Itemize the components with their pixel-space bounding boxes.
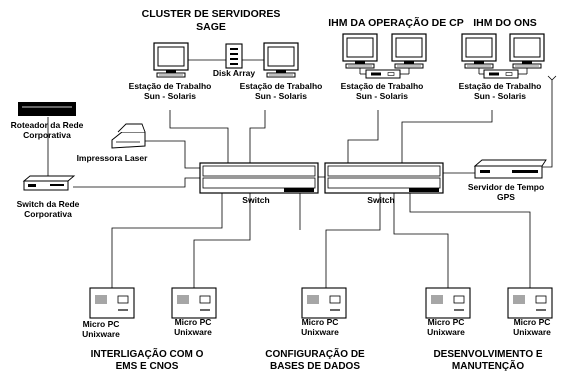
cluster-ws-left-label-2: Sun - Solaris: [144, 91, 196, 101]
switch-left: [199, 162, 319, 194]
monitor-icon: [342, 33, 378, 69]
cluster-ws-right-label-1: Estação de Trabalho: [240, 81, 323, 91]
switch-icon: [324, 162, 444, 194]
monitor-icon: [509, 33, 545, 69]
cluster-title-line1: CLUSTER DE SERVIDORES: [142, 8, 281, 20]
group-ems-line2: EMS E CNOS: [116, 361, 179, 372]
corp-switch-label-1: Switch da Rede: [17, 199, 80, 209]
pc-icon: [89, 287, 135, 319]
cluster-ws-right-label-2: Sun - Solaris: [255, 91, 307, 101]
pc2-label-1: Micro PC: [175, 317, 212, 327]
cpu-icon: [483, 69, 519, 79]
ihm-ons-label-1: Estação de Trabalho: [459, 81, 542, 91]
micro-pc-5: [507, 287, 553, 319]
gps-time-server: [473, 159, 547, 179]
pc1-label-2: Unixware: [82, 329, 120, 339]
ihm-cp-workstation: [342, 33, 427, 79]
corporate-router: [18, 102, 76, 116]
ihm-ons-label-2: Sun - Solaris: [474, 91, 526, 101]
connections: [47, 75, 557, 288]
group-config-line1: CONFIGURAÇÃO DE: [265, 347, 365, 360]
group-dev-line1: DESENVOLVIMENTO E: [433, 349, 542, 360]
pc3-label-1: Micro PC: [302, 317, 339, 327]
switch-right-label: Switch: [367, 195, 394, 205]
cpu-icon: [365, 69, 401, 79]
laser-printer: [111, 123, 146, 149]
switch-left-label: Switch: [242, 195, 269, 205]
corp-switch-label-2: Corporativa: [24, 209, 72, 219]
switch-right: [324, 162, 444, 194]
gps-label-2: GPS: [497, 192, 515, 202]
micro-pc-2: [171, 287, 217, 319]
ihm-ons-workstation: [461, 33, 545, 79]
monitor-icon: [263, 42, 299, 78]
cluster-title-line2: SAGE: [196, 21, 226, 33]
router-label-2: Corporativa: [23, 130, 71, 140]
pc-icon: [171, 287, 217, 319]
monitor-icon: [153, 42, 189, 78]
pc3-label-2: Unixware: [301, 327, 339, 337]
printer-icon: [111, 131, 146, 149]
micro-pc-4: [425, 287, 471, 319]
cluster-workstation-left: [153, 42, 189, 78]
pc4-label-2: Unixware: [427, 327, 465, 337]
monitor-icon: [461, 33, 497, 69]
pc-icon: [301, 287, 347, 319]
router-label-1: Roteador da Rede: [11, 120, 84, 130]
monitor-icon: [391, 33, 427, 69]
corporate-switch: [22, 175, 76, 191]
pc-icon: [425, 287, 471, 319]
printer-label: Impressora Laser: [77, 153, 149, 163]
gps-label-1: Servidor de Tempo: [468, 182, 544, 192]
ihm-cp-label-2: Sun - Solaris: [356, 91, 408, 101]
micro-pc-1: [89, 287, 135, 319]
switch-icon: [199, 162, 319, 194]
pc5-label-2: Unixware: [513, 327, 551, 337]
pc4-label-1: Micro PC: [428, 317, 465, 327]
ihm-cp-label-1: Estação de Trabalho: [341, 81, 424, 91]
micro-pc-3: [301, 287, 347, 319]
group-dev-line2: MANUTENÇÃO: [452, 359, 524, 372]
switch-icon: [22, 175, 76, 182]
ihm-cp-title: IHM DA OPERAÇÃO DE CP: [328, 16, 464, 29]
group-config-line2: BASES DE DADOS: [270, 361, 360, 372]
cluster-ws-left-label-1: Estação de Trabalho: [129, 81, 212, 91]
group-ems-line1: INTERLIGAÇÃO COM O: [91, 347, 204, 360]
cluster-workstation-right: [263, 42, 299, 78]
disk-array: [188, 43, 264, 69]
pc1-label-1: Micro PC: [83, 319, 120, 329]
pc2-label-2: Unixware: [174, 327, 212, 337]
server-icon: [473, 159, 547, 167]
pc5-label-1: Micro PC: [514, 317, 551, 327]
ihm-ons-title: IHM DO ONS: [473, 17, 537, 29]
router-icon: [18, 102, 76, 116]
disk-array-label: Disk Array: [213, 68, 255, 78]
pc-icon: [507, 287, 553, 319]
